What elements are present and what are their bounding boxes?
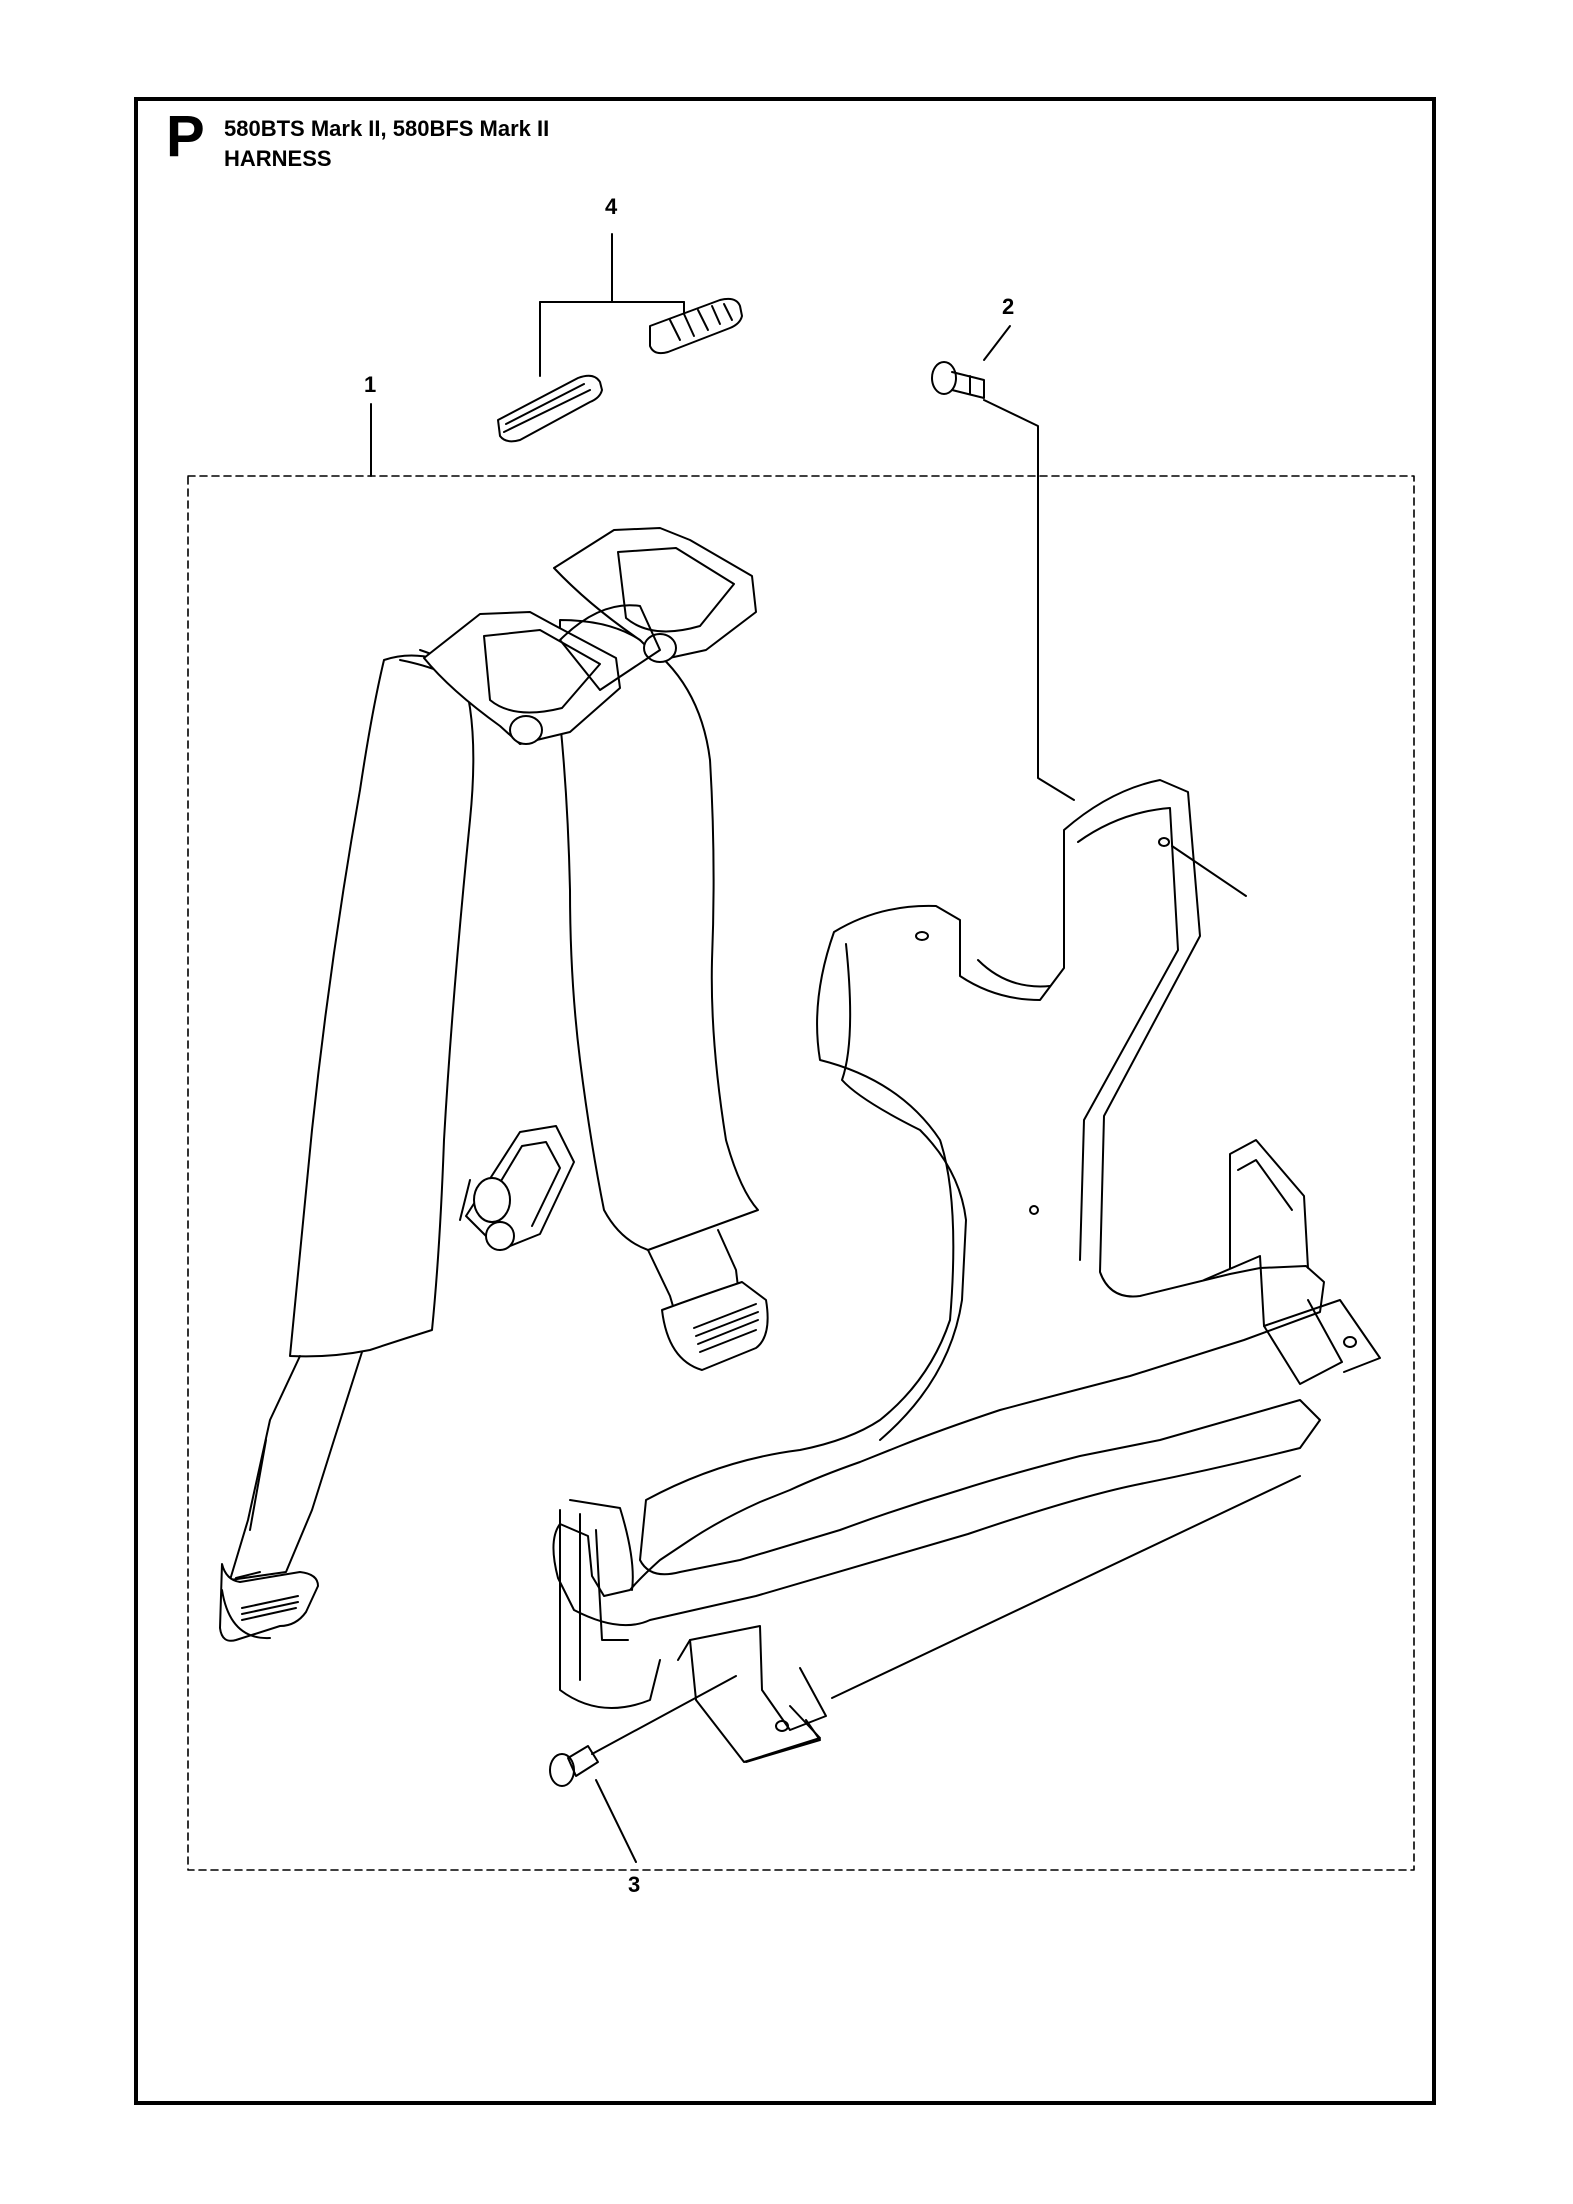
right-shoulder-strap xyxy=(559,619,769,1371)
section-letter: P xyxy=(166,104,205,169)
callout-part-2: 2 xyxy=(1002,294,1015,319)
callout-part-1: 1 xyxy=(364,372,377,397)
chest-adjuster-buckle xyxy=(459,1125,575,1251)
assembly-box-part-1 xyxy=(187,475,1415,1871)
model-line: 580BTS Mark II, 580BFS Mark II xyxy=(224,116,550,141)
part-3-screw xyxy=(549,1675,737,1863)
callout-part-4: 4 xyxy=(605,194,618,219)
part-2-screw xyxy=(931,325,1075,801)
part-4-strap-keepers xyxy=(497,233,743,443)
strap-top-loops xyxy=(423,527,757,745)
backplate-frame xyxy=(552,779,1381,1763)
assembly-name: HARNESS xyxy=(224,146,332,171)
diagram-frame xyxy=(134,97,1436,2105)
callout-part-3: 3 xyxy=(628,1872,641,1897)
left-shoulder-strap xyxy=(219,649,475,1642)
diagram-title: 580BTS Mark II, 580BFS Mark II HARNESS xyxy=(224,114,549,174)
